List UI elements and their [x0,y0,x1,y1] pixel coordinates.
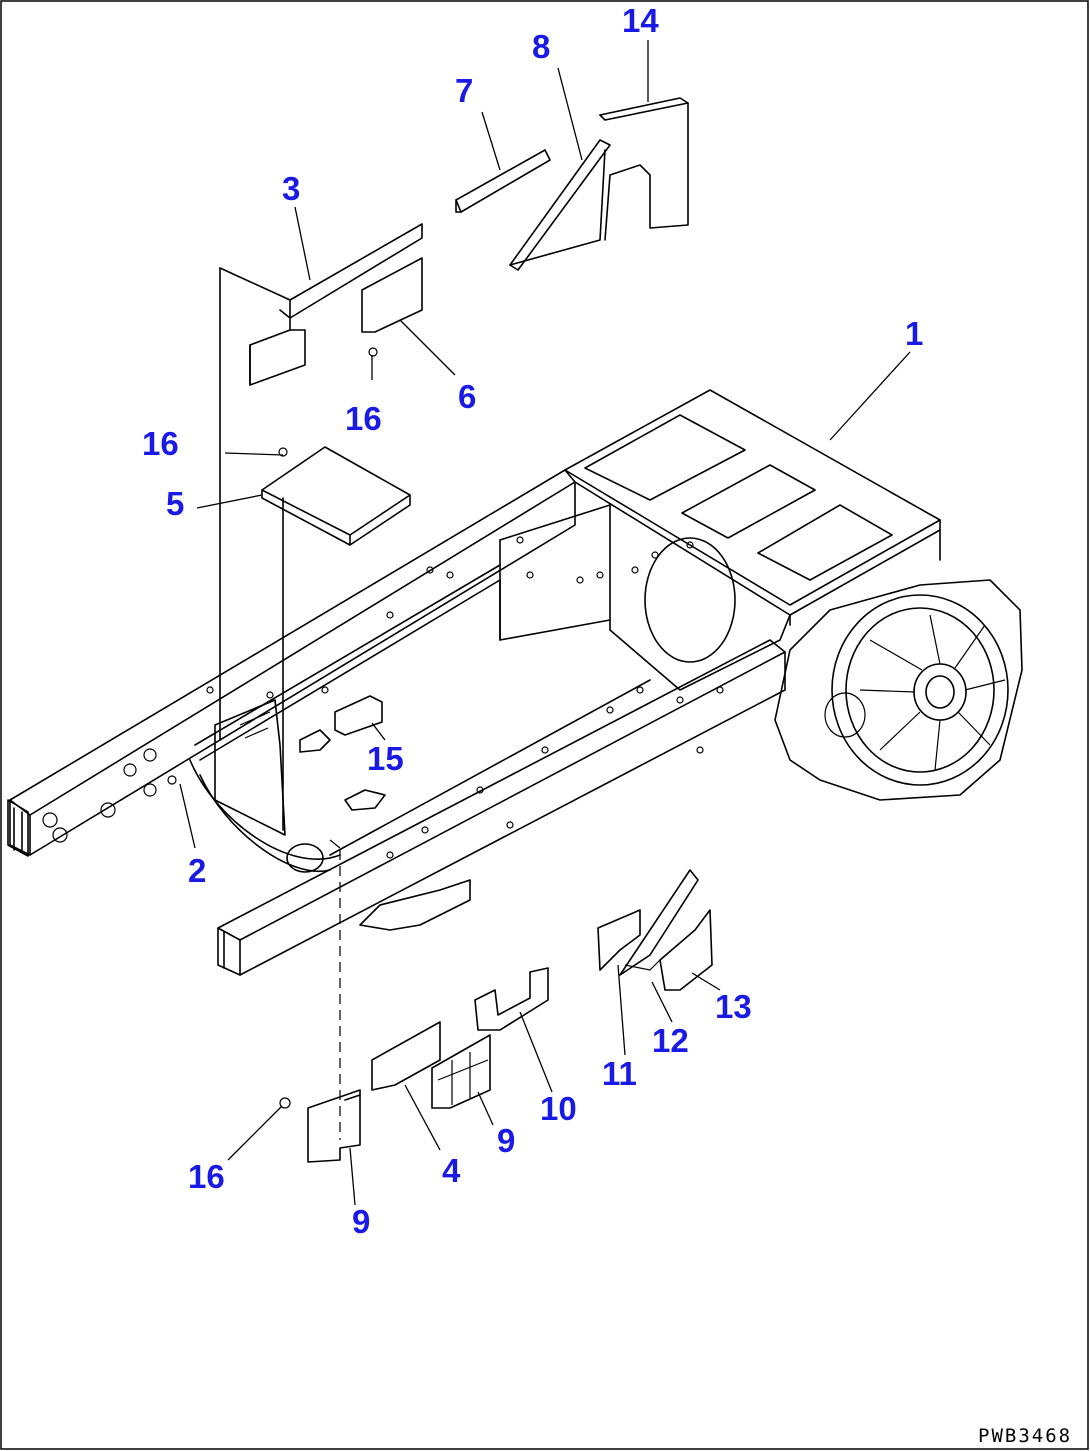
callout-14: 14 [622,2,659,39]
callout-9a: 9 [352,1203,370,1240]
callout-16a: 16 [345,400,382,437]
callout-5: 5 [166,485,184,522]
part-16-bolt-a [368,347,378,357]
part-11-12-13-drawing [597,869,713,991]
part-7-8-14-drawing [455,97,689,271]
callout-labels: 1 2 3 4 5 6 7 8 9 9 10 11 12 13 14 15 16… [142,2,923,1240]
callout-10: 10 [540,1090,577,1127]
part-16-bolt-b [278,447,288,457]
callout-9b: 9 [497,1122,515,1159]
main-frame-drawing [7,389,1023,976]
part-15-block [334,695,383,736]
callout-2: 2 [188,852,206,889]
leader-lines [179,40,911,1206]
part-3-6-plates-drawing [219,223,423,741]
callout-16c: 16 [188,1158,225,1195]
callout-8: 8 [532,28,550,65]
callout-7: 7 [455,72,473,109]
callout-15: 15 [367,740,404,777]
callout-6: 6 [458,378,476,415]
drawing-code: PWB3468 [978,1425,1072,1447]
callout-11: 11 [602,1055,637,1092]
callout-12: 12 [652,1022,689,1059]
part-4-9-10-drawing [279,850,549,1163]
callout-3: 3 [282,170,300,207]
callout-16b: 16 [142,425,179,462]
callout-4: 4 [442,1152,461,1189]
callout-13: 13 [715,988,752,1025]
callout-1: 1 [905,315,923,352]
